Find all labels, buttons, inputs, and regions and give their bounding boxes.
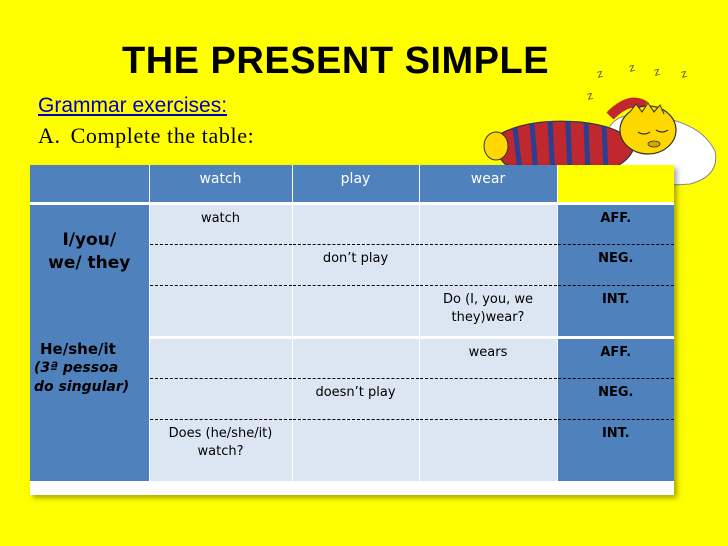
instruction-text: Complete the table:	[70, 123, 255, 148]
answer-cell[interactable]	[292, 203, 420, 245]
answer-cell[interactable]	[419, 419, 558, 481]
answer-cell[interactable]: doesn’t play	[292, 378, 420, 420]
table-row: I/you/ we/ they watch AFF.	[30, 203, 674, 337]
sleeping-character-icon: z z z z z	[483, 61, 717, 186]
svg-text:z: z	[627, 61, 636, 75]
answer-cell[interactable]	[292, 337, 420, 379]
instruction: A. Complete the table:	[38, 123, 254, 149]
answer-cell[interactable]	[149, 378, 293, 420]
answer-cell[interactable]	[292, 419, 420, 481]
answer-cell[interactable]	[419, 203, 558, 245]
table-row: don’t play NEG.	[30, 244, 674, 286]
form-label: INT.	[557, 419, 674, 481]
table-row: Does (he/she/it) watch? INT.	[30, 419, 674, 481]
answer-cell[interactable]	[149, 244, 293, 286]
answer-cell[interactable]	[149, 337, 293, 379]
header-play: play	[292, 165, 420, 203]
slide-subtitle: Grammar exercises:	[38, 94, 228, 117]
slide-title: THE PRESENT SIMPLE	[122, 40, 550, 82]
instruction-letter: A.	[38, 123, 61, 148]
svg-text:z: z	[585, 89, 594, 103]
table-row: doesn’t play NEG.	[30, 378, 674, 420]
form-label: NEG.	[557, 378, 674, 420]
answer-cell[interactable]: Do (I, you, we they)wear?	[419, 285, 558, 339]
table-row: He/she/it (3ª pessoa do singular) wears …	[30, 337, 674, 481]
answer-cell[interactable]	[149, 285, 293, 339]
snore-z-icon: z z z z z	[585, 61, 688, 103]
answer-cell[interactable]: don’t play	[292, 244, 420, 286]
subject-line: He/she/it	[40, 340, 116, 358]
subject-cell-singular: He/she/it (3ª pessoa do singular)	[30, 337, 150, 481]
answer-cell[interactable]: watch	[149, 203, 293, 245]
header-watch: watch	[149, 165, 293, 203]
header-cell	[557, 165, 674, 203]
svg-text:z: z	[679, 67, 688, 81]
conjugation-table: watch play wear I/you/ we/ they watch AF…	[30, 165, 674, 495]
form-label: AFF.	[557, 203, 674, 245]
form-label: AFF.	[557, 337, 674, 379]
answer-cell[interactable]	[419, 244, 558, 286]
subject-note: (3ª pessoa	[34, 360, 119, 376]
answer-cell[interactable]: wears	[419, 337, 558, 379]
form-label: NEG.	[557, 244, 674, 286]
answer-cell[interactable]	[419, 378, 558, 420]
answer-cell[interactable]	[292, 285, 420, 339]
subject-note: do singular)	[34, 379, 130, 395]
header-cell	[30, 165, 150, 203]
subject-cell-plural: I/you/ we/ they	[30, 203, 150, 337]
table-row: Do (I, you, we they)wear? INT.	[30, 285, 674, 339]
subject-line: we/ they	[48, 252, 131, 273]
subject-line: I/you/	[62, 229, 117, 250]
header-wear: wear	[419, 165, 558, 203]
svg-text:z: z	[652, 65, 661, 79]
svg-text:z: z	[595, 67, 604, 81]
table-header-row: watch play wear	[30, 165, 674, 203]
form-label: INT.	[557, 285, 674, 339]
answer-cell[interactable]: Does (he/she/it) watch?	[149, 419, 293, 481]
